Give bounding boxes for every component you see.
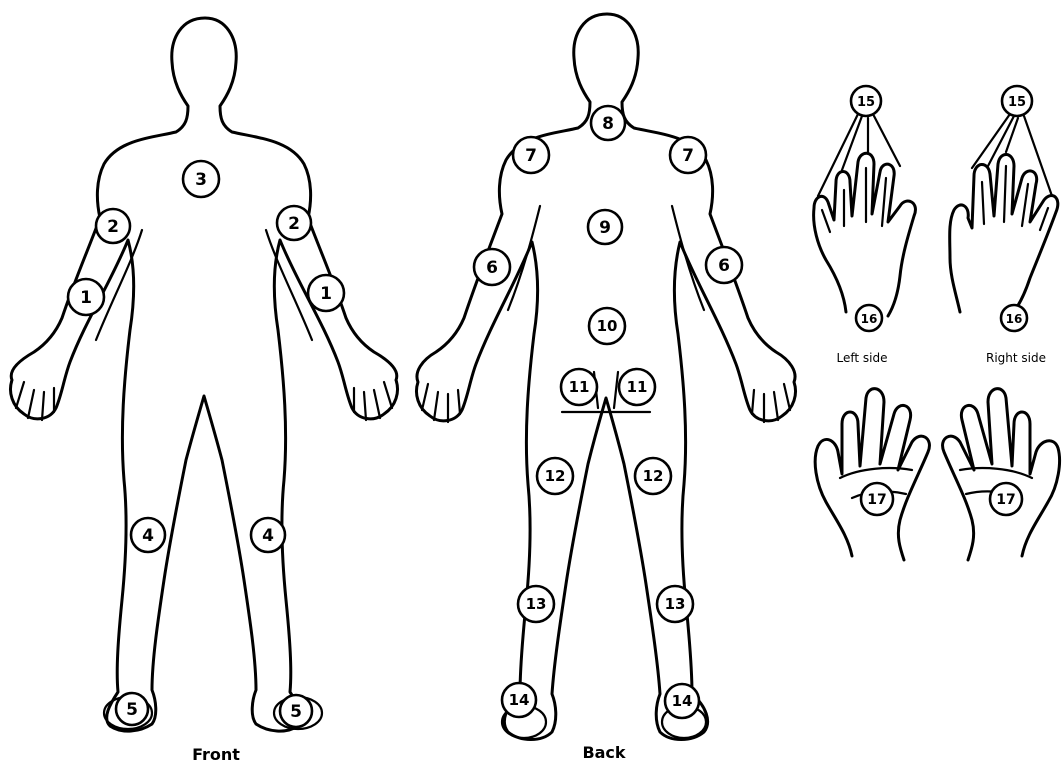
marker-back-14-right: 14: [665, 684, 699, 718]
caption-back: Back: [582, 743, 625, 762]
svg-text:5: 5: [126, 700, 138, 720]
svg-text:12: 12: [643, 467, 664, 485]
left-hand-palmar: [815, 389, 929, 560]
svg-text:15: 15: [857, 95, 875, 110]
marker-front-2-right: 2: [277, 206, 311, 240]
front-fingers-right: [354, 382, 392, 420]
marker-hand-17-left: 17: [861, 483, 893, 515]
right-hand-palmar-outline: [943, 389, 1060, 560]
caption-front: Front: [192, 745, 240, 764]
marker-back-6-left: 6: [474, 249, 510, 285]
marker-back-11-left: 11: [561, 369, 597, 405]
marker-hand-16-right: 16: [1001, 305, 1027, 331]
marker-hand-15-left: 15: [851, 86, 881, 116]
svg-text:11: 11: [569, 378, 590, 396]
right-hand-palmar: [943, 389, 1060, 560]
svg-text:13: 13: [665, 595, 686, 613]
back-fingers-left: [422, 384, 460, 422]
left-hand-dorsal-outline: [814, 153, 916, 316]
marker-back-14-left: 14: [502, 683, 536, 717]
svg-text:3: 3: [195, 170, 207, 190]
caption-left-side: Left side: [837, 351, 888, 365]
svg-text:2: 2: [107, 217, 119, 237]
front-fingers-left: [16, 382, 54, 420]
marker-back-10: 10: [589, 308, 625, 344]
svg-text:12: 12: [545, 467, 566, 485]
marker-back-8: 8: [591, 106, 625, 140]
svg-text:16: 16: [1006, 312, 1023, 326]
marker-back-12-right: 12: [635, 458, 671, 494]
svg-text:15: 15: [1008, 95, 1026, 110]
marker-back-13-right: 13: [657, 586, 693, 622]
marker-front-5-left: 5: [116, 693, 148, 725]
svg-text:6: 6: [486, 258, 498, 278]
front-figure: [11, 18, 398, 731]
svg-text:9: 9: [599, 218, 611, 238]
svg-text:11: 11: [627, 378, 648, 396]
svg-text:14: 14: [672, 692, 693, 710]
marker-front-5-right: 5: [280, 695, 312, 727]
svg-text:4: 4: [262, 526, 274, 546]
svg-text:7: 7: [682, 146, 694, 166]
svg-text:4: 4: [142, 526, 154, 546]
marker-back-6-right: 6: [706, 247, 742, 283]
right-hand-dorsal-outline: [950, 154, 1058, 316]
svg-text:14: 14: [509, 691, 530, 709]
marker-front-3: 3: [183, 161, 219, 197]
svg-text:2: 2: [288, 214, 300, 234]
marker-back-12-left: 12: [537, 458, 573, 494]
marker-hand-16-left: 16: [856, 305, 882, 331]
marker-front-2-left: 2: [96, 209, 130, 243]
marker-hand-17-right: 17: [990, 483, 1022, 515]
marker-back-9: 9: [588, 210, 622, 244]
svg-text:8: 8: [602, 114, 614, 134]
svg-text:1: 1: [80, 288, 92, 308]
marker-back-7-right: 7: [670, 137, 706, 173]
svg-text:6: 6: [718, 256, 730, 276]
marker-back-13-left: 13: [518, 586, 554, 622]
back-fingers-right: [752, 384, 790, 422]
marker-hand-15-right: 15: [1002, 86, 1032, 116]
caption-right-side: Right side: [986, 351, 1046, 365]
left-hand-palmar-outline: [815, 389, 929, 560]
marker-front-4-left: 4: [131, 518, 165, 552]
right-hand-dorsal: [950, 154, 1058, 316]
svg-text:5: 5: [290, 702, 302, 722]
svg-text:16: 16: [861, 312, 878, 326]
marker-back-7-left: 7: [513, 137, 549, 173]
svg-text:7: 7: [525, 146, 537, 166]
marker-back-11-right: 11: [619, 369, 655, 405]
front-body-outline: [11, 18, 398, 731]
svg-text:13: 13: [526, 595, 547, 613]
marker-front-4-right: 4: [251, 518, 285, 552]
svg-text:17: 17: [867, 492, 886, 508]
svg-text:1: 1: [320, 284, 332, 304]
svg-text:10: 10: [597, 317, 618, 335]
marker-15-left-pointer-lines: [818, 114, 900, 196]
marker-front-1-left: 1: [68, 279, 104, 315]
left-hand-dorsal: [814, 153, 916, 316]
svg-text:17: 17: [996, 492, 1015, 508]
marker-front-1-right: 1: [308, 275, 344, 311]
